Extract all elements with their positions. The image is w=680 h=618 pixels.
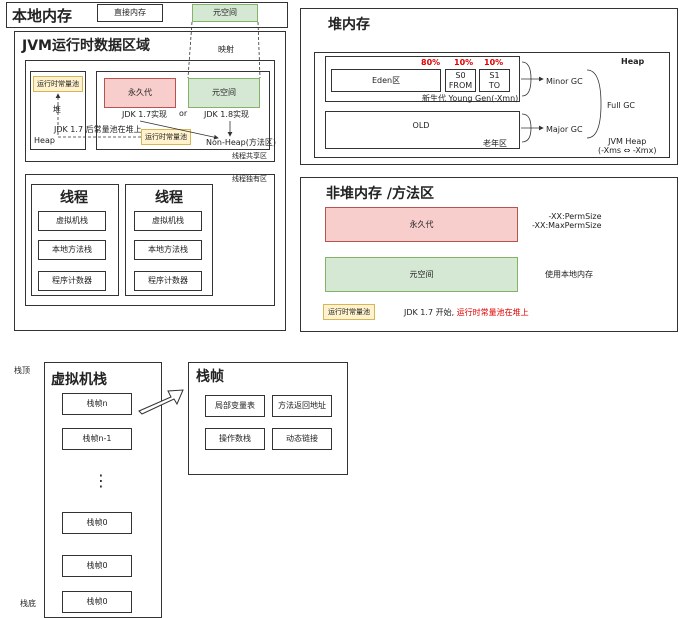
- nonheap-metaspace-box: 元空间: [325, 257, 518, 292]
- stack-frame-0-c: 栈帧0: [62, 591, 132, 613]
- jvm-runtime-title: JVM运行时数据区域: [22, 38, 150, 54]
- dynamic-linking: 动态链接: [272, 428, 332, 450]
- full-gc-bracket: [586, 69, 602, 139]
- mapping-line-right: [257, 21, 261, 79]
- old-gen-label: 老年区: [483, 139, 507, 148]
- stack-frame-n-1: 栈帧n-1: [62, 428, 132, 450]
- runtime-pool-box: 运行时常量池: [33, 76, 83, 92]
- stack-frame-title: 栈帧: [196, 369, 224, 385]
- thread-title-2: 线程: [155, 190, 183, 206]
- minor-gc-label: Minor GC: [546, 77, 583, 86]
- nonheap-runtime-pool-box: 运行时常量池: [323, 304, 375, 320]
- shared-area-label: 线程共享区: [232, 152, 267, 160]
- thread1-pc-register: 程序计数器: [38, 271, 106, 291]
- jvm-metaspace-box: 元空间: [188, 78, 260, 108]
- jdk-pool-note: JDK 1.7 开始, 运行时常量池在堆上: [404, 308, 529, 318]
- young-gen-label: 新生代 Young Gen(-Xmn): [422, 94, 519, 103]
- jdk-pool-note-b: 运行时常量池在堆上: [456, 308, 529, 317]
- stack-top-label: 栈顶: [14, 366, 30, 375]
- stack-frame-0-a: 栈帧0: [62, 512, 132, 534]
- private-area-label: 线程独有区: [232, 175, 267, 183]
- thread1-native-stack: 本地方法栈: [38, 240, 106, 260]
- young-gen-bracket: [521, 61, 532, 97]
- eden-percent: 80%: [421, 58, 441, 67]
- s1-box: S1 TO: [479, 69, 510, 92]
- nonheap-permgen-box: 永久代: [325, 207, 518, 242]
- local-variable-table: 局部变量表: [205, 395, 265, 417]
- jdk-pool-note-a: JDK 1.7 开始,: [404, 308, 457, 317]
- direct-memory-box: 直接内存: [97, 4, 163, 22]
- stack-frame-n: 栈帧n: [62, 393, 132, 415]
- stack-bottom-label: 栈底: [20, 599, 36, 608]
- mapping-line-left: [187, 21, 193, 79]
- full-gc-label: Full GC: [607, 101, 636, 110]
- old-gen-box: [325, 111, 520, 149]
- thread2-pc-register: 程序计数器: [134, 271, 202, 291]
- permgen-params: -XX:PermSize -XX:MaxPermSize: [532, 212, 602, 230]
- runtime-pool-box-2: 运行时常量池: [141, 129, 191, 145]
- thread-title-1: 线程: [60, 190, 88, 206]
- nonheap-panel-title: 非堆内存 /方法区: [326, 186, 434, 202]
- permgen-impl-label: JDK 1.7实现: [122, 110, 168, 119]
- major-gc-label: Major GC: [546, 125, 583, 134]
- native-metaspace-box: 元空间: [192, 4, 258, 22]
- jdk17-pool-note: JDK 1.7 后常量池在堆上: [54, 125, 142, 134]
- heap-panel-title: 堆内存: [328, 17, 370, 33]
- eden-box: Eden区: [331, 69, 441, 92]
- old-box: OLD: [412, 121, 430, 131]
- or-label: or: [179, 109, 188, 118]
- heap-word: 堆: [53, 105, 61, 114]
- nonheap-label: Non-Heap(方法区): [206, 138, 276, 147]
- metaspace-note: 使用本地内存: [545, 270, 593, 279]
- stack-frame-0-b: 栈帧0: [62, 555, 132, 577]
- s0-percent: 10%: [454, 58, 474, 67]
- permgen-to-nonheap-arrow: [139, 120, 219, 140]
- thread1-jvm-stack: 虚拟机栈: [38, 211, 106, 231]
- thread2-native-stack: 本地方法栈: [134, 240, 202, 260]
- old-gen-bracket: [521, 113, 532, 143]
- heap-inner-label: Heap: [621, 57, 645, 66]
- operand-stack: 操作数栈: [205, 428, 265, 450]
- permgen-box: 永久代: [104, 78, 176, 108]
- pool-to-heap-arrow: [55, 93, 141, 138]
- stack-dots: ⋮: [93, 471, 109, 490]
- stack-frame-panel: [188, 362, 348, 475]
- vm-stack-title: 虚拟机栈: [51, 372, 107, 388]
- mapping-label: 映射: [218, 45, 234, 54]
- native-memory-title: 本地内存: [12, 7, 73, 25]
- heap-small-label: Heap: [34, 136, 55, 145]
- metaspace-impl-label: JDK 1.8实现: [204, 110, 250, 119]
- jvm-heap-label: JVM Heap (-Xms ⇔ -Xmx): [598, 137, 657, 155]
- thread2-jvm-stack: 虚拟机栈: [134, 211, 202, 231]
- stack-to-frame-arrow: [138, 389, 184, 415]
- s0-box: S0 FROM: [445, 69, 476, 92]
- s1-percent: 10%: [484, 58, 504, 67]
- return-address: 方法返回地址: [272, 395, 332, 417]
